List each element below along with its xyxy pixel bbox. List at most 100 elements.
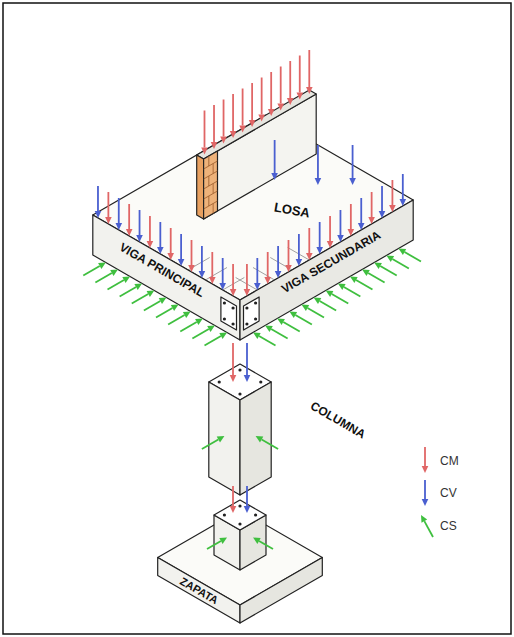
- rebar-dot: [259, 380, 262, 383]
- seismic-load-arrow: [265, 326, 288, 339]
- column-face: [209, 382, 240, 495]
- arrow-head: [253, 538, 261, 544]
- arrow-head: [326, 291, 334, 297]
- arrow-head: [297, 93, 304, 100]
- arrow-shaft: [380, 266, 396, 275]
- legend-marks: [421, 447, 433, 537]
- secondary-beam-face: [240, 200, 413, 340]
- arrow-shaft: [332, 294, 348, 303]
- arrow-shaft: [402, 174, 404, 199]
- beam-section: [244, 297, 260, 330]
- seismic-load-arrow: [399, 249, 421, 262]
- brick-joint: [204, 171, 218, 179]
- arrow-shaft: [232, 486, 234, 506]
- dead-load-arrow: [268, 72, 275, 116]
- arrow-head: [350, 277, 358, 283]
- arrow-shaft: [360, 198, 362, 223]
- arrow-shaft: [405, 252, 421, 261]
- dead-load-arrow: [239, 89, 246, 133]
- dead-load-arrow: [220, 100, 227, 144]
- arrow-head: [171, 305, 179, 311]
- arrow-shaft: [144, 301, 160, 310]
- legend-text: CV: [440, 487, 457, 499]
- seismic-load-arrow: [207, 538, 227, 550]
- arrow-head: [95, 211, 102, 218]
- arrow-head: [379, 211, 386, 218]
- seismic-load-arrow: [326, 291, 349, 304]
- footing-top: [158, 510, 323, 605]
- arrow-head: [220, 137, 227, 144]
- legend-arrow-shape: [422, 447, 429, 473]
- arrow-head: [110, 270, 118, 276]
- brick-joint: [208, 196, 209, 206]
- brick-joint: [204, 191, 218, 199]
- live-load-arrow: [316, 222, 323, 254]
- brick-joint: [213, 164, 214, 174]
- dead-load-arrow: [249, 83, 256, 127]
- arrow-head: [201, 148, 208, 155]
- arrow-head: [217, 436, 225, 442]
- seismic-load-arrow: [95, 270, 118, 283]
- arrow-shaft: [299, 56, 301, 93]
- arrow-shaft: [251, 83, 253, 120]
- rebar-dot: [254, 513, 257, 516]
- live-load-arrow: [337, 210, 344, 242]
- arrow-shaft: [259, 336, 275, 345]
- rebar-dot: [238, 368, 241, 371]
- live-load-arrow: [178, 234, 185, 266]
- rebar-dot: [238, 504, 241, 507]
- seismic-load-arrow: [205, 333, 227, 346]
- footing-face: [158, 558, 240, 624]
- arrow-head: [315, 178, 322, 185]
- arrow-shaft: [211, 252, 213, 277]
- arrow-head: [178, 259, 185, 266]
- arrow-shaft: [295, 315, 311, 324]
- arrow-shaft: [350, 204, 352, 229]
- seismic-load-arrow: [192, 326, 215, 339]
- arrow-shaft: [97, 186, 99, 211]
- dead-load-arrow: [211, 105, 218, 149]
- seismic-load-arrow: [156, 305, 178, 318]
- seismic-load-arrow: [180, 319, 203, 332]
- arrow-head: [296, 259, 303, 266]
- arrow-shaft: [288, 240, 290, 265]
- arrow-head: [386, 256, 394, 262]
- dead-load-arrow: [230, 264, 237, 296]
- arrow-head: [244, 375, 251, 382]
- dead-load-arrow: [348, 204, 355, 236]
- seismic-load-arrow: [120, 284, 142, 297]
- arrow-shaft: [120, 287, 136, 296]
- live-load-arrow: [275, 246, 282, 278]
- rebar-dot: [238, 522, 241, 525]
- arrow-shaft: [424, 480, 426, 499]
- seismic-load-arrow: [132, 291, 155, 304]
- arrow-head: [302, 305, 310, 311]
- load-arrows: [83, 50, 421, 549]
- arrow-head: [230, 289, 237, 296]
- arrow-shaft: [159, 222, 161, 247]
- live-load-arrow: [254, 258, 261, 290]
- dead-load-arrow: [126, 204, 133, 236]
- brick-joint: [204, 201, 218, 209]
- arrow-head: [159, 298, 167, 304]
- arrow-shaft: [259, 541, 273, 549]
- arrow-head: [374, 263, 382, 269]
- arrow-head: [258, 115, 265, 122]
- arrow-shaft: [232, 264, 234, 289]
- arrow-head: [422, 499, 429, 506]
- beam-section: [221, 297, 237, 330]
- main-beam-face: [93, 215, 240, 340]
- arrow-head: [147, 291, 155, 297]
- arrow-shaft: [207, 541, 221, 549]
- arrow-head: [183, 312, 191, 318]
- dead-load-arrow: [230, 486, 237, 513]
- live-load-arrow: [379, 186, 386, 218]
- arrow-head: [188, 265, 195, 272]
- arrow-shaft: [246, 486, 248, 506]
- dead-load-arrow: [264, 252, 271, 284]
- arrow-shaft: [329, 216, 331, 241]
- arrow-shaft: [262, 440, 278, 449]
- arrow-head: [199, 271, 206, 278]
- arrow-shaft: [156, 308, 172, 317]
